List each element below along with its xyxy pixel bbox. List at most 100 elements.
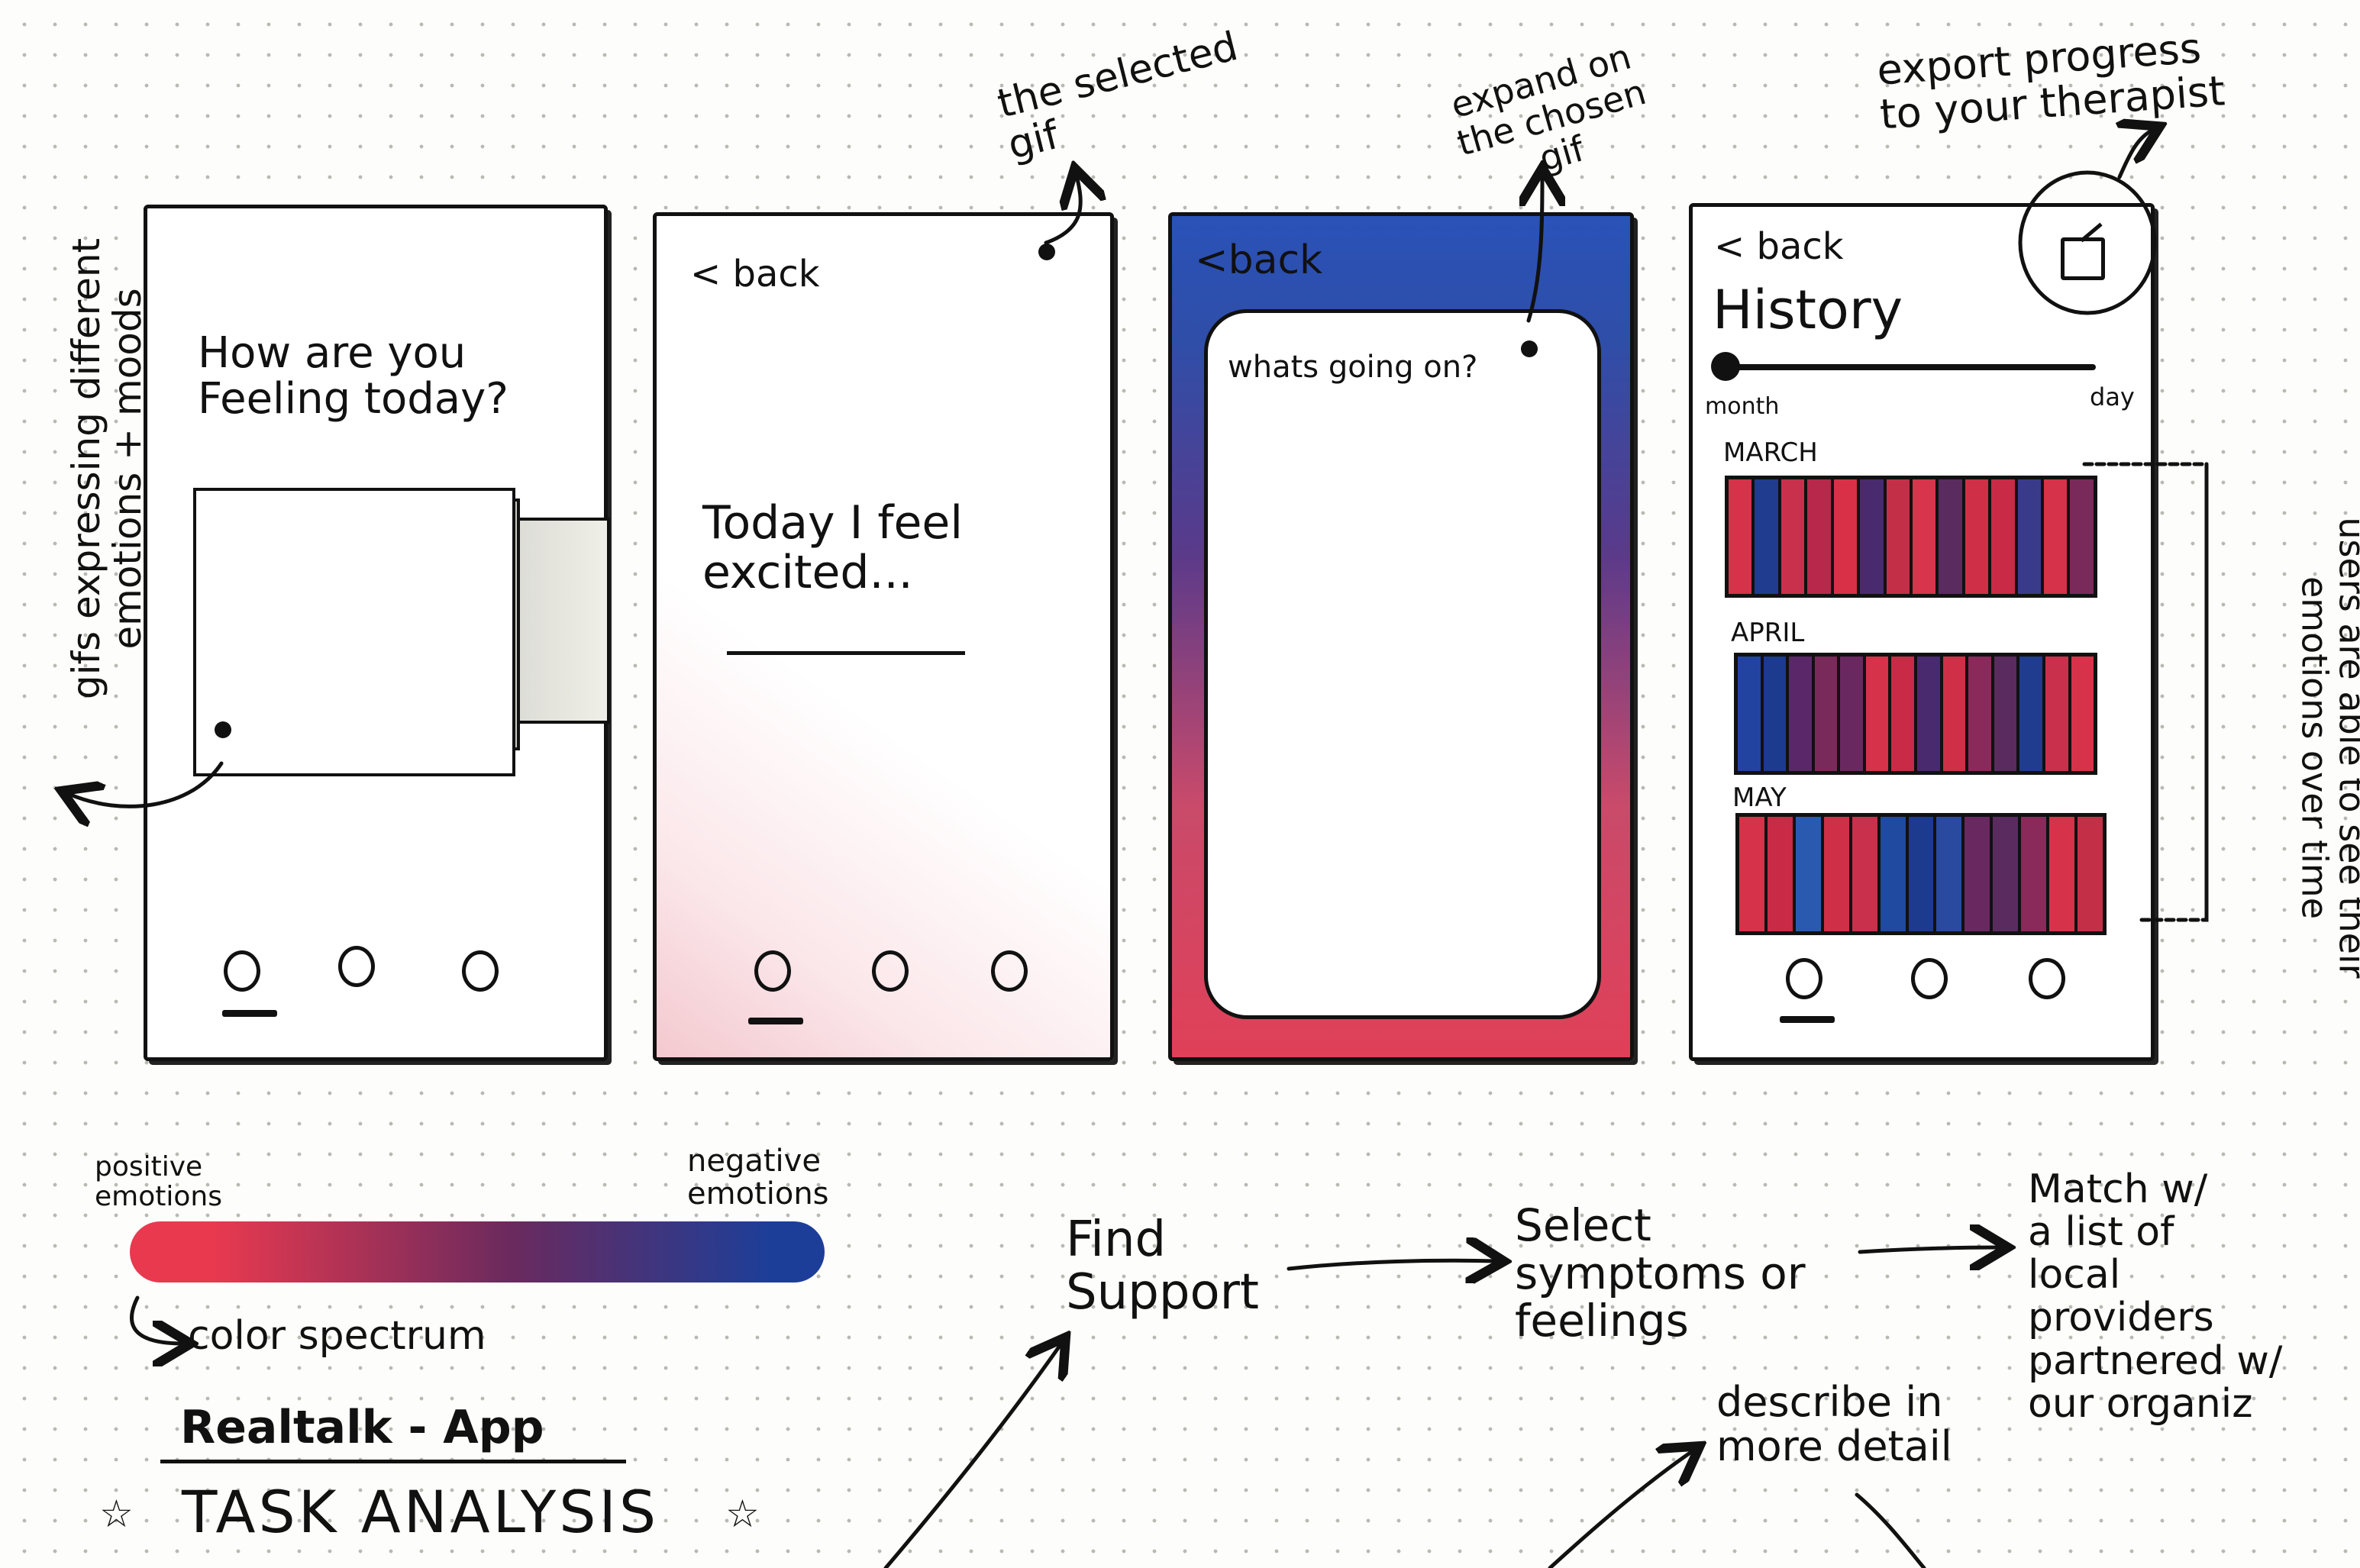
nav-support-icon[interactable] <box>462 950 499 992</box>
export-highlight-circle <box>2018 170 2157 315</box>
day-mood-cell[interactable] <box>1965 817 1994 931</box>
day-mood-cell[interactable] <box>1823 817 1852 931</box>
day-mood-cell[interactable] <box>1912 479 1939 594</box>
nav-active-indicator <box>1780 1016 1835 1023</box>
history-title: History <box>1713 279 1903 341</box>
day-mood-cell[interactable] <box>1968 657 1994 771</box>
day-mood-cell[interactable] <box>1729 479 1755 594</box>
app-name-title: Realtalk - App <box>180 1401 544 1454</box>
day-mood-cell[interactable] <box>1939 479 1965 594</box>
day-mood-cell[interactable] <box>2071 657 2094 771</box>
export-icon[interactable] <box>2061 222 2105 280</box>
day-mood-cell[interactable] <box>1993 817 2022 931</box>
day-mood-cell[interactable] <box>2021 817 2050 931</box>
nav-home-icon[interactable] <box>754 950 791 992</box>
flow-find-support: Find Support <box>1066 1211 1259 1321</box>
nav-support-icon[interactable] <box>991 950 1028 992</box>
day-mood-cell[interactable] <box>1865 657 1892 771</box>
month-mood-strip[interactable] <box>1725 476 2097 598</box>
day-mood-cell[interactable] <box>1942 657 1969 771</box>
arrow-spectrum <box>130 1295 184 1344</box>
nav-history-icon[interactable] <box>872 950 909 992</box>
day-mood-cell[interactable] <box>1852 817 1881 931</box>
screen-gif-detail: <back whats going on? <box>1168 212 1634 1061</box>
day-mood-cell[interactable] <box>1880 817 1909 931</box>
arrow-gifs <box>69 761 224 806</box>
screen-history: < back History month day MARCH APRIL MAY <box>1689 203 2155 1061</box>
month-label: MAY <box>1732 782 1787 813</box>
whats-going-on-prompt[interactable]: whats going on? <box>1228 350 1478 385</box>
day-mood-cell[interactable] <box>1936 817 1965 931</box>
day-mood-cell[interactable] <box>1795 817 1824 931</box>
day-mood-cell[interactable] <box>1789 657 1815 771</box>
day-mood-cell[interactable] <box>1738 657 1764 771</box>
task-analysis-subtitle: TASK ANALYSIS <box>182 1478 660 1546</box>
day-mood-cell[interactable] <box>1991 479 2018 594</box>
negative-emotions-label: negative emotions <box>687 1144 829 1212</box>
back-button[interactable]: < back <box>1714 225 1844 268</box>
back-button[interactable]: < back <box>690 253 820 295</box>
gif-card-main[interactable] <box>193 488 515 776</box>
arrow-export <box>2119 130 2153 179</box>
day-mood-cell[interactable] <box>1840 657 1866 771</box>
day-mood-cell[interactable] <box>2044 479 2071 594</box>
day-mood-cell[interactable] <box>2078 817 2103 931</box>
arrow-expand-gif <box>1529 176 1542 323</box>
day-mood-cell[interactable] <box>1814 657 1841 771</box>
timescale-slider[interactable] <box>1711 352 2096 381</box>
feeling-input-underline[interactable] <box>727 651 965 655</box>
day-mood-cell[interactable] <box>1886 479 1913 594</box>
nav-history-icon[interactable] <box>338 946 375 987</box>
slider-right-label: day <box>2090 382 2135 411</box>
nav-home-icon[interactable] <box>1786 958 1822 999</box>
day-mood-cell[interactable] <box>2049 817 2078 931</box>
timescale-slider-thumb[interactable] <box>1711 352 1740 381</box>
nav-home-icon[interactable] <box>224 950 260 992</box>
day-mood-cell[interactable] <box>1860 479 1887 594</box>
day-mood-cell[interactable] <box>1908 817 1937 931</box>
day-mood-cell[interactable] <box>1965 479 1992 594</box>
star-icon: ☆ <box>99 1492 134 1536</box>
screen-mood-prompt: How are you Feeling today? <box>144 205 610 1061</box>
flow-describe-detail: describe in more detail <box>1716 1378 1952 1471</box>
day-mood-cell[interactable] <box>1807 479 1834 594</box>
day-mood-cell[interactable] <box>1763 657 1790 771</box>
nav-history-icon[interactable] <box>1911 958 1948 999</box>
line-from-describe <box>1855 1492 1926 1568</box>
day-mood-cell[interactable] <box>1780 479 1808 594</box>
back-button[interactable]: <back <box>1195 237 1323 283</box>
month-mood-strip[interactable] <box>1735 813 2107 935</box>
flow-select-symptoms: Select symptoms or feelings <box>1515 1199 1806 1347</box>
arrow-selected-gif <box>1044 176 1080 245</box>
day-mood-cell[interactable] <box>1767 817 1796 931</box>
feeling-text: Today I feel excited... <box>702 496 963 599</box>
day-mood-cell[interactable] <box>2017 479 2045 594</box>
arrow-find-to-select <box>1287 1260 1496 1269</box>
day-mood-cell[interactable] <box>2019 657 2045 771</box>
month-label: APRIL <box>1731 618 1805 648</box>
nav-support-icon[interactable] <box>2029 958 2065 999</box>
gif-detail-card: whats going on? <box>1204 309 1601 1019</box>
day-mood-cell[interactable] <box>2070 479 2094 594</box>
star-icon: ☆ <box>725 1492 760 1536</box>
day-mood-cell[interactable] <box>1891 657 1918 771</box>
flow-match-providers: Match w/ a list of local providers partn… <box>2028 1166 2283 1427</box>
day-mood-cell[interactable] <box>2045 657 2071 771</box>
month-label: MARCH <box>1723 437 1818 468</box>
nav-active-indicator <box>748 1018 803 1024</box>
slider-left-label: month <box>1705 393 1780 420</box>
gif-selection-dot <box>215 721 231 738</box>
day-mood-cell[interactable] <box>1917 657 1943 771</box>
month-mood-strip[interactable] <box>1734 653 2097 775</box>
positive-emotions-label: positive emotions <box>95 1151 222 1212</box>
day-mood-cell[interactable] <box>1994 657 2020 771</box>
title-underline <box>160 1460 626 1463</box>
day-mood-cell[interactable] <box>1833 479 1861 594</box>
arrow-to-describe <box>1548 1450 1693 1568</box>
gif-expand-dot <box>1521 340 1538 357</box>
day-mood-cell[interactable] <box>1739 817 1768 931</box>
screen-feeling-entry: < back Today I feel excited... <box>653 212 1114 1061</box>
day-mood-cell[interactable] <box>1755 479 1781 594</box>
arrow-select-to-match <box>1858 1247 2000 1252</box>
